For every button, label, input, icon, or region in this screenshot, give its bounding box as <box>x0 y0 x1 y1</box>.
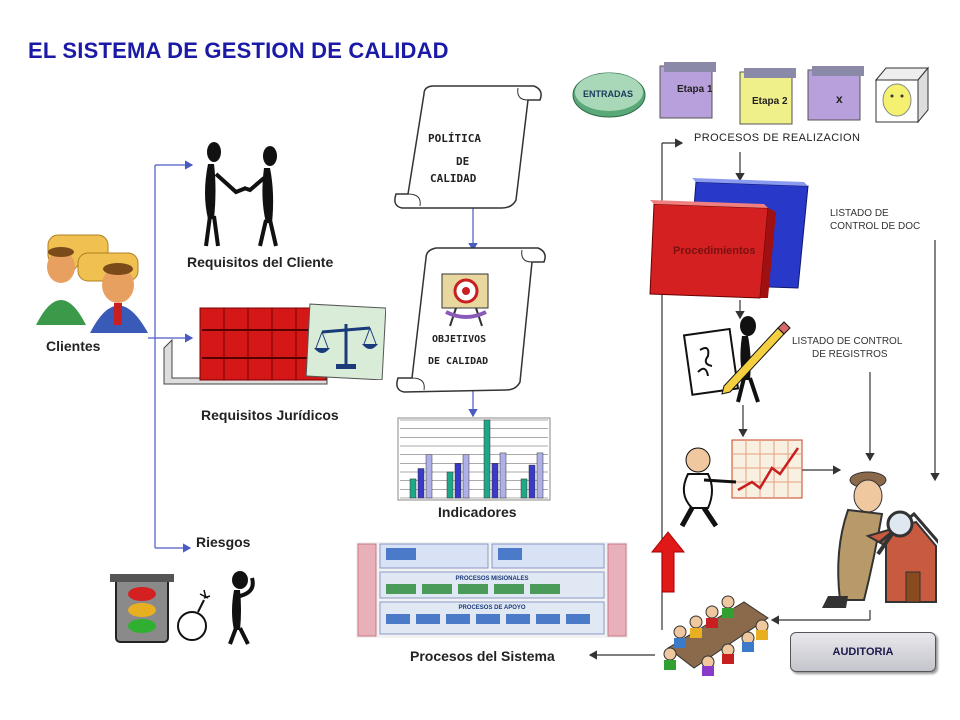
indicadores-chart <box>397 417 551 501</box>
chart-bar <box>462 454 470 499</box>
chart-bar <box>454 463 462 499</box>
politica-scroll <box>394 85 542 209</box>
etapa1-label: Etapa 1 <box>677 84 713 95</box>
meeting-table-icon <box>663 595 769 676</box>
listado-doc-line2: CONTROL DE DOC <box>830 221 921 232</box>
chart-bar <box>536 452 544 499</box>
handshake-figures-icon <box>204 142 278 247</box>
chart-bar <box>446 471 454 499</box>
map-header-misionales: PROCESOS MISIONALES <box>455 576 528 582</box>
procedimientos-label: Procedimientos <box>673 245 756 257</box>
chart-bar <box>425 454 433 499</box>
chart-bar <box>520 478 528 499</box>
politica-line1: POLÍTICA <box>428 132 481 145</box>
chart-bars <box>409 419 544 499</box>
listado-doc-line1: LISTADO DE <box>830 208 889 219</box>
big-up-arrow-icon <box>650 531 686 593</box>
risk-illustration <box>110 571 255 645</box>
riesgos-label: Riesgos <box>196 534 251 550</box>
procesos-realizacion-label: PROCESOS DE REALIZACION <box>694 132 861 144</box>
requisitos-juridicos-label: Requisitos Jurídicos <box>201 407 339 423</box>
politica-line3: CALIDAD <box>430 172 477 185</box>
procedimientos-binders <box>649 178 809 299</box>
listado-reg-line2: DE REGISTROS <box>812 349 888 360</box>
chart-grid <box>400 419 548 499</box>
politica-line2: DE <box>456 155 470 168</box>
detective-audit-icon <box>822 471 938 608</box>
chart-bar <box>499 452 507 499</box>
auditoria-label: AUDITORIA <box>832 646 894 658</box>
chart-bar <box>491 463 499 499</box>
target-icon <box>441 273 489 327</box>
etapa-x-label: x <box>836 92 843 106</box>
map-header-apoyo: PROCESOS DE APOYO <box>458 605 525 611</box>
objetivos-line1: OBJETIVOS <box>432 334 487 345</box>
page-title: EL SISTEMA DE GESTION DE CALIDAD <box>28 38 449 63</box>
justice-scale-icon <box>306 303 386 380</box>
procesos-sistema-label: Procesos del Sistema <box>410 648 555 664</box>
objetivos-scroll <box>396 247 546 393</box>
chart-bar <box>483 419 491 499</box>
entradas-label: ENTRADAS <box>583 89 634 99</box>
process-map: PROCESOS MISIONALES PROCESOS DE APOYO <box>356 542 628 638</box>
clients-illustration <box>36 234 148 333</box>
indicadores-label: Indicadores <box>438 504 517 520</box>
chart-bar <box>409 478 417 499</box>
chart-bar <box>528 464 536 499</box>
objetivos-line2: DE CALIDAD <box>428 356 489 367</box>
presenter-chart-icon <box>679 439 803 528</box>
clientes-label: Clientes <box>46 338 101 354</box>
chart-bar <box>417 468 425 499</box>
auditoria-box: AUDITORIA <box>790 632 936 672</box>
etapa2-label: Etapa 2 <box>752 96 788 107</box>
requisitos-cliente-label: Requisitos del Cliente <box>187 254 334 270</box>
smiley-icon <box>882 83 912 117</box>
realizacion-pipeline <box>572 62 930 125</box>
listado-reg-line1: LISTADO DE CONTROL <box>792 336 903 347</box>
writer-pencil-icon <box>682 316 791 403</box>
